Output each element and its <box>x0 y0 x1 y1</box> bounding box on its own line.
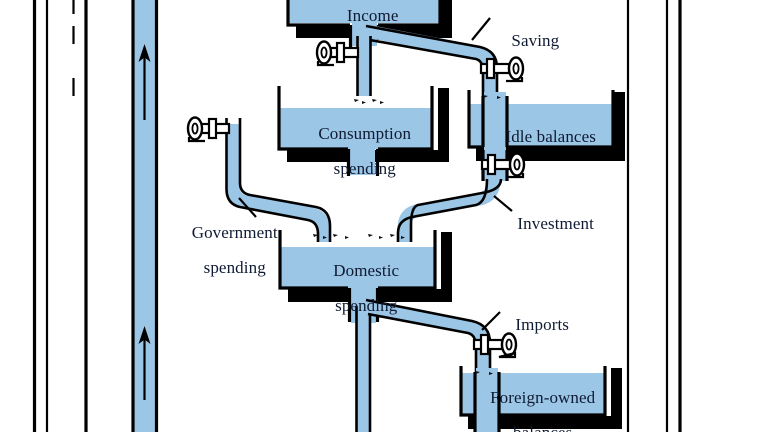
tank-label-foreign-owned-balances: Foreign-owned balances <box>490 387 596 432</box>
droplets-foreign <box>475 371 493 375</box>
tank-label-idle-balances: Idle balances <box>505 126 596 146</box>
flow-label-saving: Saving <box>511 30 560 50</box>
government-return-column <box>131 0 159 432</box>
flow-label-government-spending: Government spending <box>191 222 278 278</box>
valve-investment[interactable] <box>480 152 526 179</box>
tank-label-consumption-spending: Consumption spending <box>318 123 412 179</box>
pipe-government-spending <box>225 118 332 242</box>
pipe-domestic-outflow <box>355 300 372 432</box>
tank-label-domestic-spending: Domestic spending <box>333 260 400 316</box>
tank-consumption-spending <box>277 86 449 176</box>
droplets-idle <box>483 95 501 99</box>
tank-foreign-owned-balances <box>459 366 622 432</box>
flow-label-imports: Imports <box>515 314 569 334</box>
tank-label-income: Income <box>346 5 399 25</box>
flow-arrow-up-bottom <box>138 326 151 400</box>
droplets-consumption <box>354 99 384 104</box>
valve-imports[interactable] <box>472 332 518 359</box>
valve-consumption[interactable] <box>315 40 360 67</box>
flow-label-investment: Investment <box>517 213 594 233</box>
pipe-investment <box>396 178 503 242</box>
left-frame-lines <box>32 0 88 432</box>
right-frame-lines <box>626 0 682 432</box>
valve-saving[interactable] <box>479 56 525 83</box>
flow-arrow-up-top <box>138 44 151 120</box>
pipe-consumption <box>356 36 372 96</box>
droplets-domestic <box>313 234 405 239</box>
label-leader-lines <box>238 17 513 331</box>
valve-government[interactable] <box>186 116 231 143</box>
